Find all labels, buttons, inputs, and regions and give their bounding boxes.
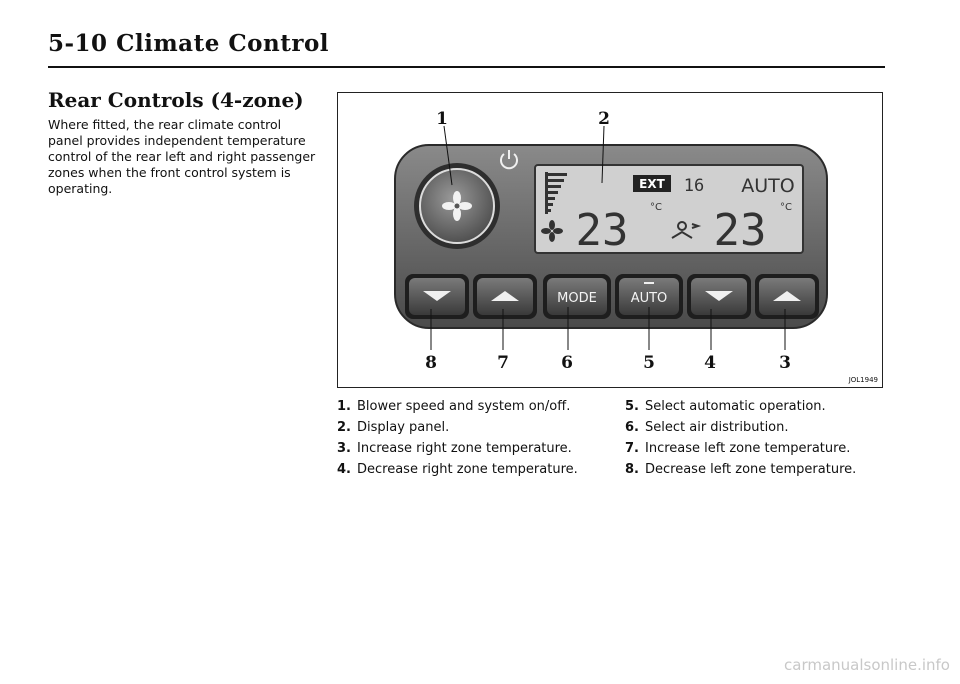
ext-temperature: 16	[684, 176, 704, 196]
auto-button-label: AUTO	[631, 291, 668, 306]
callout-3: 3	[779, 353, 791, 373]
legend-item: 1. Blower speed and system on/off.	[337, 399, 571, 414]
callout-leaders	[430, 125, 786, 350]
down-arrow-icon	[705, 291, 733, 301]
header-rule	[48, 66, 885, 68]
up-arrow-icon	[773, 291, 801, 301]
legend-item: 6. Select air distribution.	[625, 420, 789, 435]
fan-speed-bars	[545, 172, 567, 214]
legend-right: 5. Select automatic operation. 6. Select…	[625, 396, 885, 480]
legend-item: 8. Decrease left zone temperature.	[625, 462, 857, 477]
auto-indicator: AUTO	[741, 175, 794, 197]
watermark: carmanualsonline.info	[784, 656, 950, 674]
down-arrow-icon	[423, 291, 451, 301]
legend-item: 4. Decrease right zone temperature.	[337, 462, 578, 477]
auto-indicator-led	[644, 282, 654, 284]
callout-6: 6	[561, 353, 573, 373]
right-decrease-button[interactable]	[687, 274, 751, 319]
left-decrease-button[interactable]	[405, 274, 469, 319]
legend-item: 2. Display panel.	[337, 420, 450, 435]
callout-7: 7	[497, 353, 509, 373]
page-title: 5-10 Climate Control	[48, 30, 330, 57]
up-arrow-icon	[491, 291, 519, 301]
legend-item: 5. Select automatic operation.	[625, 399, 826, 414]
ext-badge	[633, 175, 671, 192]
callout-8: 8	[425, 353, 437, 373]
ext-label: EXT	[639, 177, 665, 191]
legend-left: 1. Blower speed and system on/off. 2. Di…	[337, 396, 607, 480]
right-unit: °C	[780, 202, 792, 213]
small-fan-icon	[541, 220, 563, 242]
display-panel: EXT 16 AUTO 23 °C 23 °C	[534, 164, 804, 256]
control-panel-illustration: EXT 16 AUTO 23 °C 23 °C	[394, 109, 828, 373]
callout-5: 5	[643, 353, 655, 373]
left-unit: °C	[650, 202, 662, 213]
figure-code: JOL1949	[848, 376, 878, 384]
section-title: Rear Controls (4-zone)	[48, 88, 304, 112]
callout-1: 1	[436, 109, 448, 129]
fan-icon	[442, 191, 472, 221]
mode-button-label: MODE	[557, 291, 597, 306]
left-zone-temperature: 23	[576, 205, 629, 256]
auto-button[interactable]: AUTO	[615, 274, 683, 319]
callout-2: 2	[598, 109, 610, 129]
left-increase-button[interactable]	[473, 274, 537, 319]
blower-knob[interactable]	[414, 163, 500, 249]
mode-button[interactable]: MODE	[543, 274, 611, 319]
air-distribution-icon	[671, 221, 702, 239]
right-zone-temperature: 23	[714, 205, 767, 256]
intro-paragraph: Where fitted, the rear climate control p…	[48, 117, 316, 196]
legend-item: 3. Increase right zone temperature.	[337, 441, 572, 456]
legend-item: 7. Increase left zone temperature.	[625, 441, 851, 456]
right-increase-button[interactable]	[755, 274, 819, 319]
power-icon	[500, 150, 518, 170]
callout-4: 4	[704, 353, 716, 373]
page-header: 5-10 Climate Control	[48, 30, 329, 57]
control-panel-figure: EXT 16 AUTO 23 °C 23 °C	[337, 92, 883, 388]
